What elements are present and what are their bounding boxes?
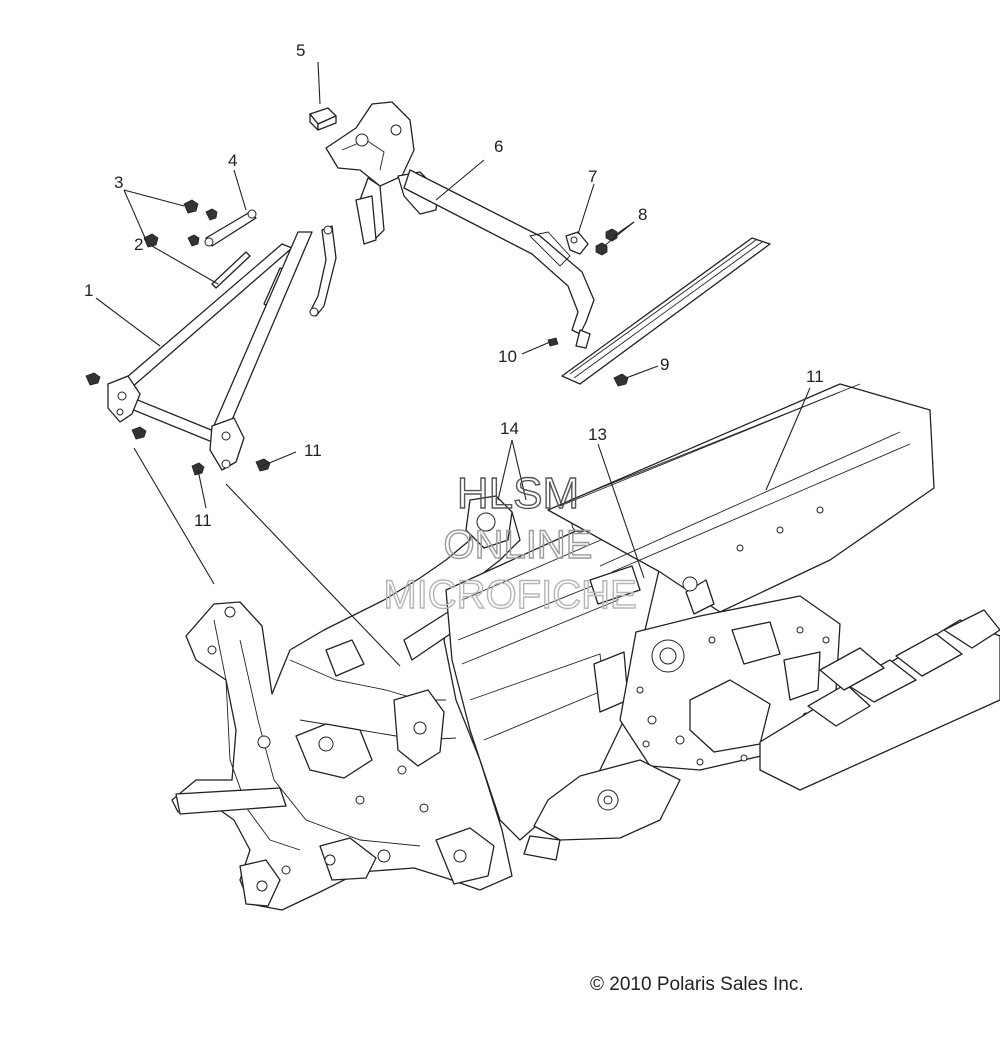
- part-10-clip: [547, 337, 559, 347]
- running-board: [561, 237, 771, 385]
- part-7-clamp: [565, 231, 589, 255]
- callout-14: 14: [500, 419, 519, 438]
- callout-13: 13: [588, 425, 607, 444]
- chassis-front: [171, 495, 521, 911]
- callout-11-right: 11: [304, 441, 322, 460]
- callouts: 5 4 3 6 7 8 2 1 10 9 11 14 13 11 11: [84, 41, 824, 530]
- callout-8: 8: [638, 205, 647, 224]
- part-12-tunnel: [547, 383, 935, 615]
- leader-lines: [95, 61, 811, 667]
- callout-11-left: 11: [194, 511, 212, 530]
- watermark-line-1: HLSM: [457, 469, 579, 518]
- watermark-line-3: MICROFICHE: [383, 573, 636, 617]
- callout-9: 9: [660, 355, 669, 374]
- part-8-nuts: [595, 228, 618, 256]
- part-1-struts: [85, 231, 313, 476]
- callout-6: 6: [494, 137, 503, 156]
- part-4-link-rods: [204, 209, 337, 317]
- rear-running-board: [759, 609, 1000, 791]
- watermark-line-2: ONLINE: [444, 523, 593, 567]
- callout-4: 4: [228, 151, 237, 170]
- callout-12: 11: [806, 367, 824, 386]
- callout-5: 5: [296, 41, 305, 60]
- rear-bracket: [523, 759, 681, 861]
- callout-2: 2: [134, 235, 143, 254]
- callout-3: 3: [114, 173, 123, 192]
- part-6-steering-post: [325, 101, 595, 349]
- watermark: HLSM ONLINE MICROFICHE: [383, 468, 638, 617]
- part-3-bolts: [143, 199, 218, 248]
- copyright-notice: © 2010 Polaris Sales Inc.: [590, 974, 804, 995]
- part-9-screw: [613, 373, 629, 387]
- callout-1: 1: [84, 281, 93, 300]
- callout-7: 7: [588, 167, 597, 186]
- part-5-block: [309, 107, 337, 131]
- callout-10: 10: [498, 347, 517, 366]
